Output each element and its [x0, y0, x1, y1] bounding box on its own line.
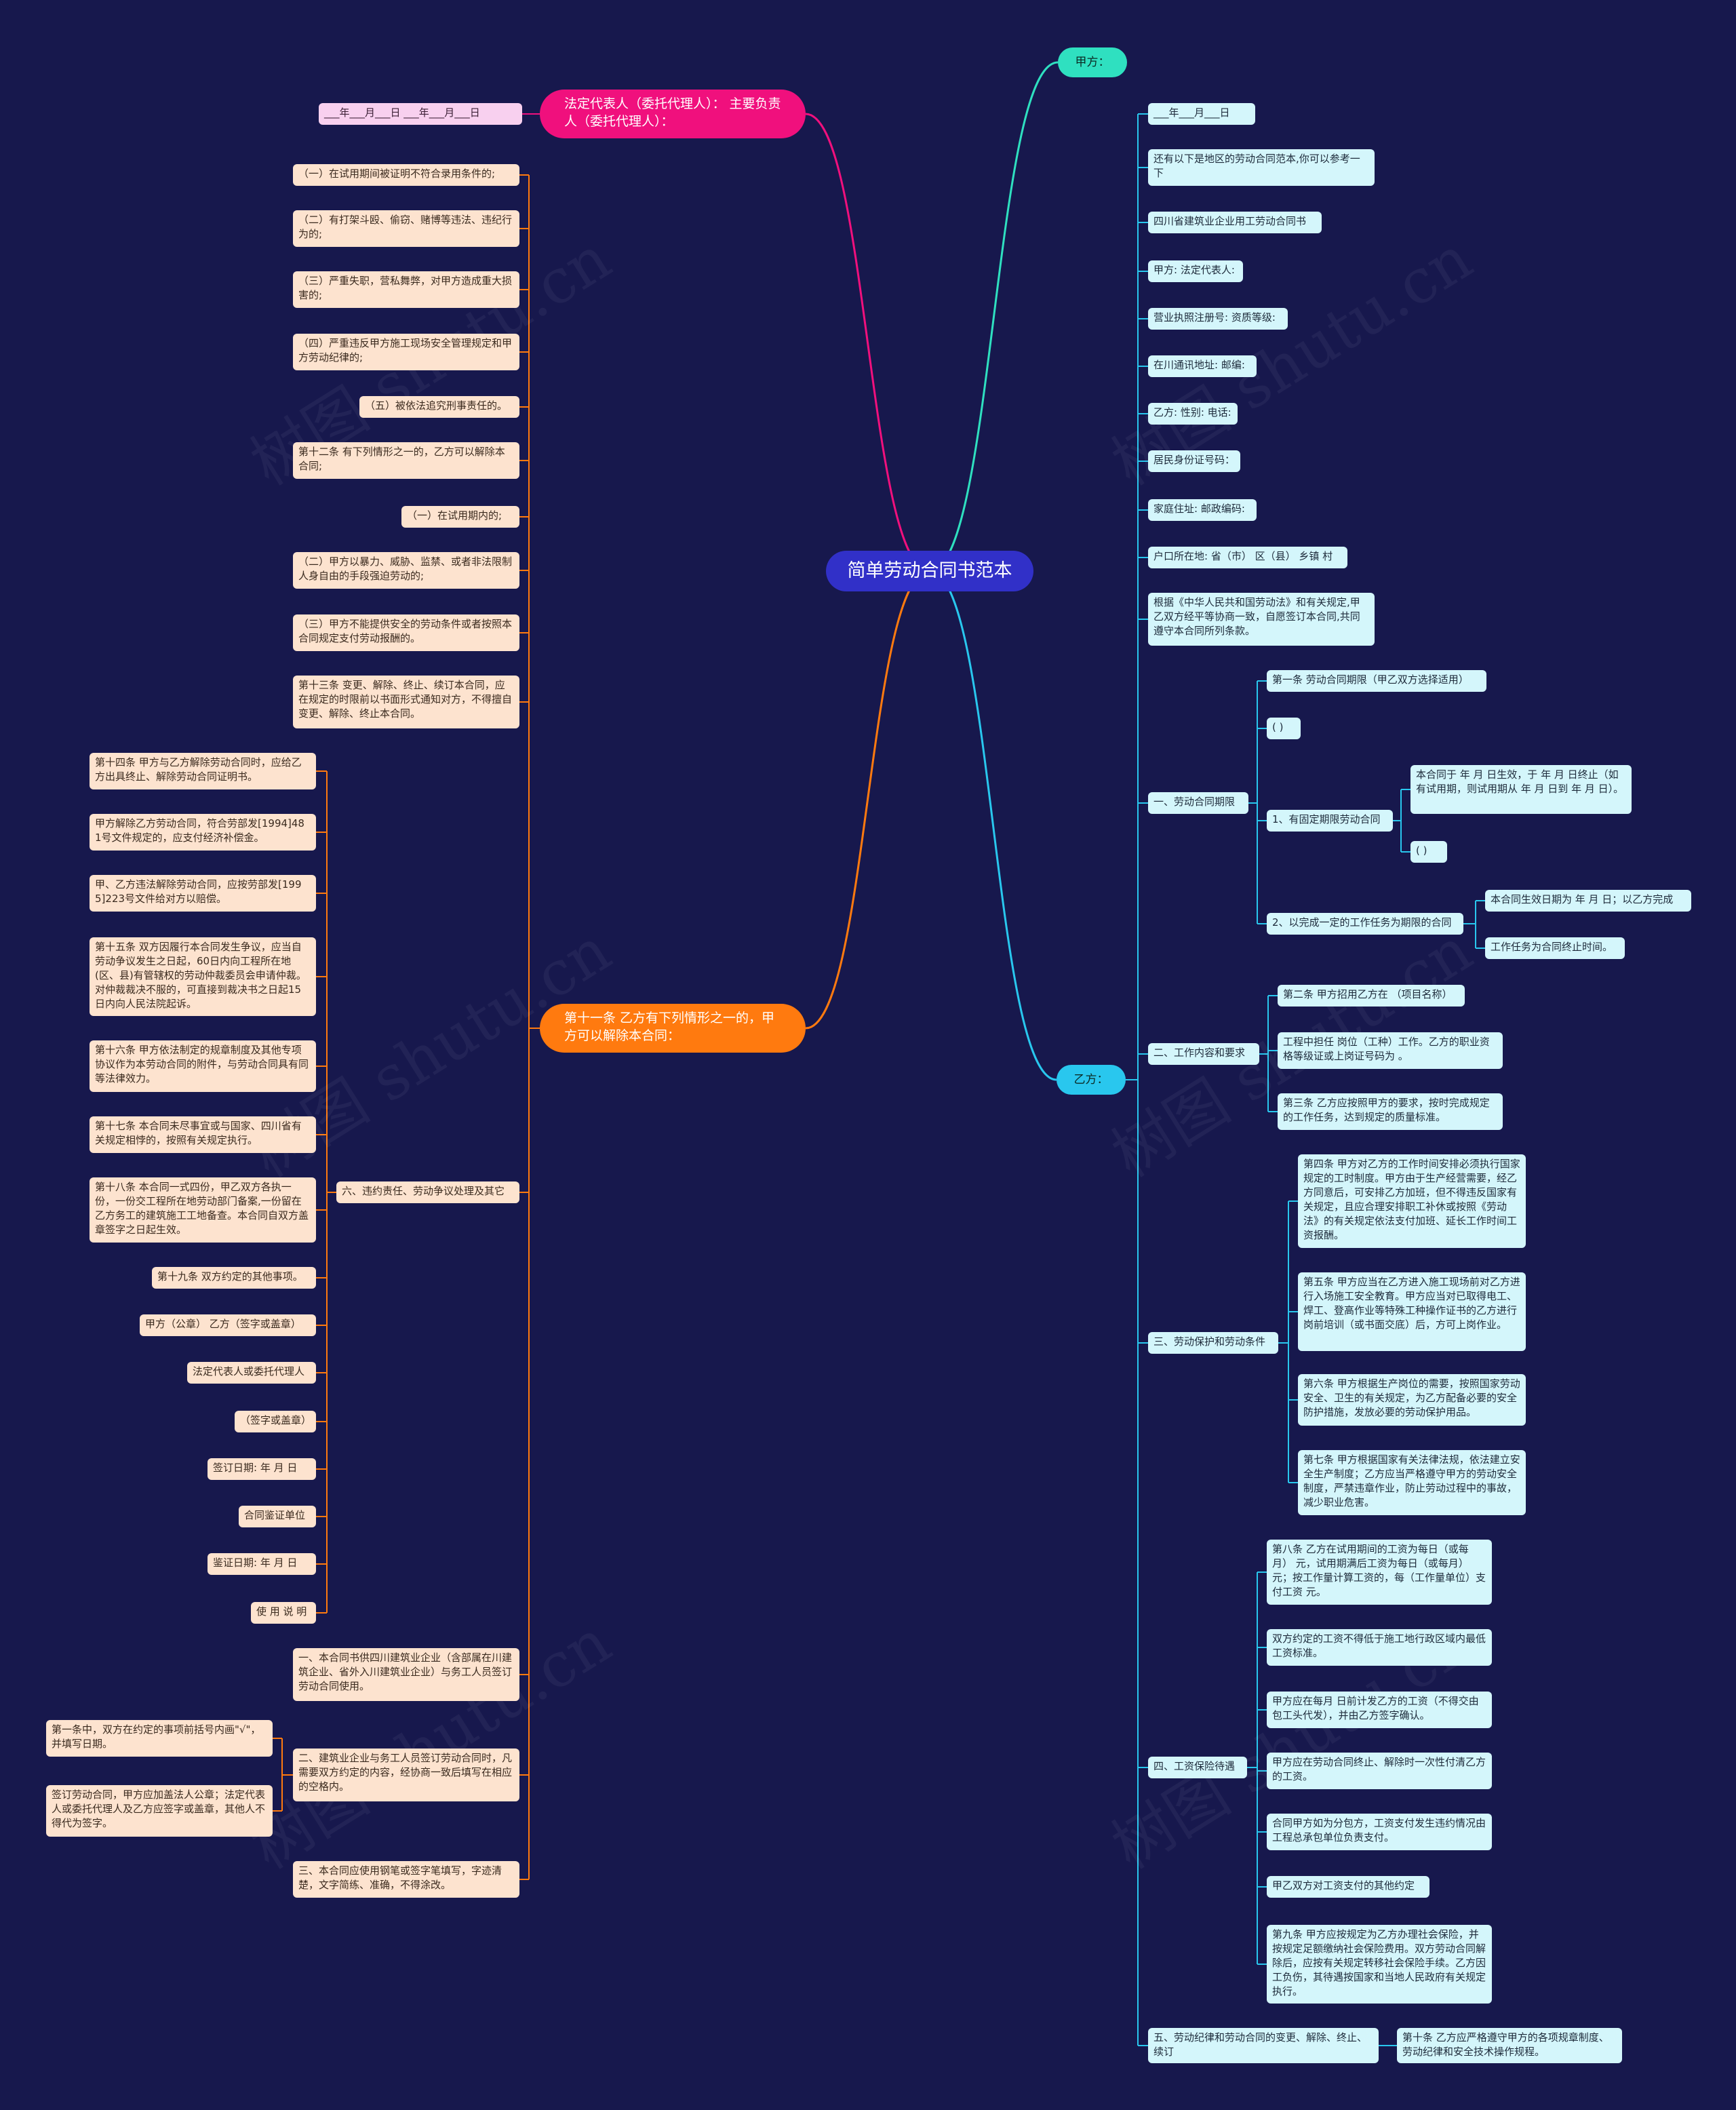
min-wage[interactable]: 双方约定的工资不得低于施工地行政区域内最低工资标准。: [1267, 1629, 1492, 1666]
hukou-node[interactable]: 户口所在地: 省（市） 区（县） 乡镇 村: [1148, 547, 1347, 568]
connector: [929, 61, 1059, 572]
fixed-term-text[interactable]: 本合同于 年 月 日生效，于 年 月 日终止（如有试用期，则试用期从 年 月 日…: [1410, 765, 1632, 814]
verify-unit[interactable]: 合同鉴证单位: [239, 1506, 316, 1527]
sign-representative[interactable]: 法定代表人或委托代理人: [187, 1362, 316, 1384]
article-2[interactable]: 第二条 甲方招用乙方在 （项目名称）: [1278, 985, 1465, 1007]
article-16[interactable]: 第十六条 甲方依法制定的规章制度及其他专项协议作为本劳动合同的附件，与劳动合同具…: [90, 1040, 316, 1092]
contract-title-node[interactable]: 四川省建筑业企业用工劳动合同书: [1148, 212, 1322, 233]
clause-c5[interactable]: （五）被依法追究刑事责任的。: [359, 396, 519, 418]
post-node[interactable]: 工程中担任 岗位（工种）工作。乙方的职业资格等级证或上岗证号码为 。: [1278, 1032, 1503, 1069]
intro-node[interactable]: 还有以下是地区的劳动合同范本,你可以参考一下: [1148, 149, 1375, 186]
article-9[interactable]: 第九条 甲方应按规定为乙方办理社会保险，并按规定足额缴纳社会保险费用。双方劳动合…: [1267, 1925, 1492, 2004]
usage-1[interactable]: 一、本合同书供四川建筑业企业（含部属在川建筑企业、省外入川建筑业企业）与务工人员…: [293, 1648, 519, 1701]
clause-c3[interactable]: （三）严重失职，营私舞弊，对甲方造成重大损害的;: [293, 271, 519, 308]
license-node[interactable]: 营业执照注册号: 资质等级:: [1148, 308, 1288, 330]
branch-article-11[interactable]: 第十一条 乙方有下列情形之一的，甲方可以解除本合同：: [540, 1004, 806, 1053]
task-term[interactable]: 2、以完成一定的工作任务为期限的合同: [1267, 913, 1463, 935]
article-12[interactable]: 第十二条 有下列情形之一的，乙方可以解除本合同;: [293, 442, 519, 479]
branch-representative[interactable]: 法定代表人（委托代理人）： 主要负责人（委托代理人）：: [540, 90, 806, 138]
article-17[interactable]: 第十七条 本合同未尽事宜或与国家、四川省有关规定相悖的，按照有关规定执行。: [90, 1116, 316, 1153]
connector: [805, 570, 930, 1030]
date-node[interactable]: ___年___月___日: [1148, 103, 1255, 125]
pay-end[interactable]: 甲方应在劳动合同终止、解除时一次性付清乙方的工资。: [1267, 1753, 1492, 1789]
paren-1[interactable]: ( ): [1267, 718, 1301, 739]
usage-2[interactable]: 二、建筑业企业与务工人员签订劳动合同时，凡需要双方约定的内容，经协商一致后填写在…: [293, 1748, 519, 1801]
clause-d2[interactable]: （二）甲方以暴力、威胁、监禁、或者非法限制人身自由的手段强迫劳动的;: [293, 552, 519, 589]
sign-date[interactable]: 签订日期: 年 月 日: [208, 1458, 316, 1480]
section-4[interactable]: 四、工资保险待遇: [1148, 1757, 1247, 1778]
clause-c1[interactable]: （一）在试用期间被证明不符合录用条件的;: [293, 164, 519, 186]
section-1[interactable]: 一、劳动合同期限: [1148, 792, 1248, 814]
breach-compensation[interactable]: 甲、乙方违法解除劳动合同，应按劳部发[1995]223号文件给对方以赔偿。: [90, 875, 316, 912]
connector: [929, 570, 1057, 1081]
branch-jia[interactable]: 甲方：: [1058, 47, 1127, 77]
article-13[interactable]: 第十三条 变更、解除、终止、续订本合同，应在规定的时限前以书面形式通知对方，不得…: [293, 676, 519, 728]
task-term-a[interactable]: 本合同生效日期为 年 月 日；以乙方完成: [1485, 890, 1691, 912]
fixed-term[interactable]: 1、有固定期限劳动合同: [1267, 810, 1393, 832]
usage-3[interactable]: 三、本合同应使用钢笔或签字笔填写，字迹清楚，文字简练、准确，不得涂改。: [293, 1861, 519, 1898]
pay-month[interactable]: 甲方应在每月 日前计发乙方的工资（不得交由包工头代发），并由乙方签字确认。: [1267, 1692, 1492, 1728]
section-3[interactable]: 三、劳动保护和劳动条件: [1148, 1332, 1278, 1354]
article-8[interactable]: 第八条 乙方在试用期间的工资为每日（或每月） 元，试用期满后工资为每日（或每月）…: [1267, 1540, 1492, 1605]
paren-2[interactable]: ( ): [1410, 841, 1447, 863]
article-5[interactable]: 第五条 甲方应当在乙方进入施工现场前对乙方进行入场施工安全教育。甲方应当对已取得…: [1298, 1272, 1526, 1351]
subcontract-pay[interactable]: 合同甲方如为分包方，工资支付发生违约情况由工程总承包单位负责支付。: [1267, 1814, 1492, 1850]
other-wage[interactable]: 甲乙双方对工资支付的其他约定: [1267, 1876, 1429, 1898]
section-2[interactable]: 二、工作内容和要求: [1148, 1043, 1259, 1065]
article-10[interactable]: 第十条 乙方应严格遵守甲方的各项规章制度、劳动纪律和安全技术操作规程。: [1397, 2028, 1622, 2063]
sign-party[interactable]: 甲方（公章） 乙方（签字或盖章）: [140, 1314, 316, 1336]
article-6[interactable]: 第六条 甲方根据生产岗位的需要，按照国家劳动安全、卫生的有关规定，为乙方配备必要…: [1298, 1374, 1526, 1426]
usage-2a[interactable]: 第一条中，双方在约定的事项前括号内画"√"，并填写日期。: [46, 1720, 273, 1757]
article-19[interactable]: 第十九条 双方约定的其他事项。: [152, 1267, 316, 1289]
yi-info-node[interactable]: 乙方: 性别: 电话:: [1148, 403, 1238, 425]
rep-date[interactable]: ___年___月___日 ___年___月___日: [319, 103, 522, 125]
article-3[interactable]: 第三条 乙方应按照甲方的要求，按时完成规定的工作任务，达到规定的质量标准。: [1278, 1093, 1503, 1130]
clause-d1[interactable]: （一）在试用期内的;: [401, 506, 519, 528]
article-7[interactable]: 第七条 甲方根据国家有关法律法规，依法建立安全生产制度；乙方应当严格遵守甲方的劳…: [1298, 1450, 1526, 1515]
article-4[interactable]: 第四条 甲方对乙方的工作时间安排必须执行国家规定的工时制度。甲方由于生产经营需要…: [1298, 1154, 1526, 1248]
home-node[interactable]: 家庭住址: 邮政编码:: [1148, 499, 1257, 521]
basis-node[interactable]: 根据《中华人民共和国劳动法》和有关规定,甲乙双方经平等协商一致，自愿签订本合同,…: [1148, 593, 1375, 646]
connector: [805, 113, 930, 572]
section-5[interactable]: 五、劳动纪律和劳动合同的变更、解除、终止、续订: [1148, 2028, 1379, 2063]
article-14[interactable]: 第十四条 甲方与乙方解除劳动合同时，应给乙方出具终止、解除劳动合同证明书。: [90, 753, 316, 789]
clause-c2[interactable]: （二）有打架斗殴、偷窃、赌博等违法、违纪行为的;: [293, 210, 519, 247]
usage-2b[interactable]: 签订劳动合同，甲方应加盖法人公章；法定代表人或委托代理人及乙方应签字或盖章，其他…: [46, 1785, 273, 1837]
article-18[interactable]: 第十八条 本合同一式四份，甲乙双方各执一份，一份交工程所在地劳动部门备案,一份留…: [90, 1177, 316, 1243]
usage-title[interactable]: 使 用 说 明: [251, 1602, 316, 1624]
verify-date[interactable]: 鉴证日期: 年 月 日: [208, 1553, 316, 1575]
section-6[interactable]: 六、违约责任、劳动争议处理及其它: [336, 1181, 519, 1203]
article-15[interactable]: 第十五条 双方因履行本合同发生争议，应当自劳动争议发生之日起，60日内向工程所在…: [90, 937, 316, 1016]
task-term-b[interactable]: 工作任务为合同终止时间。: [1485, 937, 1625, 959]
sign-seal[interactable]: （签字或盖章）: [235, 1411, 316, 1432]
idcard-node[interactable]: 居民身份证号码：: [1148, 450, 1240, 472]
clause-c4[interactable]: （四）严重违反甲方施工现场安全管理规定和甲方劳动纪律的;: [293, 334, 519, 370]
central-topic[interactable]: 简单劳动合同书范本: [826, 551, 1033, 591]
compensation[interactable]: 甲方解除乙方劳动合同，符合劳部发[1994]481号文件规定的，应支付经济补偿金…: [90, 814, 316, 851]
article-1[interactable]: 第一条 劳动合同期限（甲乙双方选择适用）: [1267, 670, 1486, 692]
address-node[interactable]: 在川通讯地址: 邮编:: [1148, 355, 1257, 377]
jia-rep-node[interactable]: 甲方: 法定代表人:: [1148, 260, 1243, 282]
clause-d3[interactable]: （三）甲方不能提供安全的劳动条件或者按照本合同规定支付劳动报酬的。: [293, 614, 519, 651]
branch-yi[interactable]: 乙方：: [1057, 1065, 1126, 1095]
